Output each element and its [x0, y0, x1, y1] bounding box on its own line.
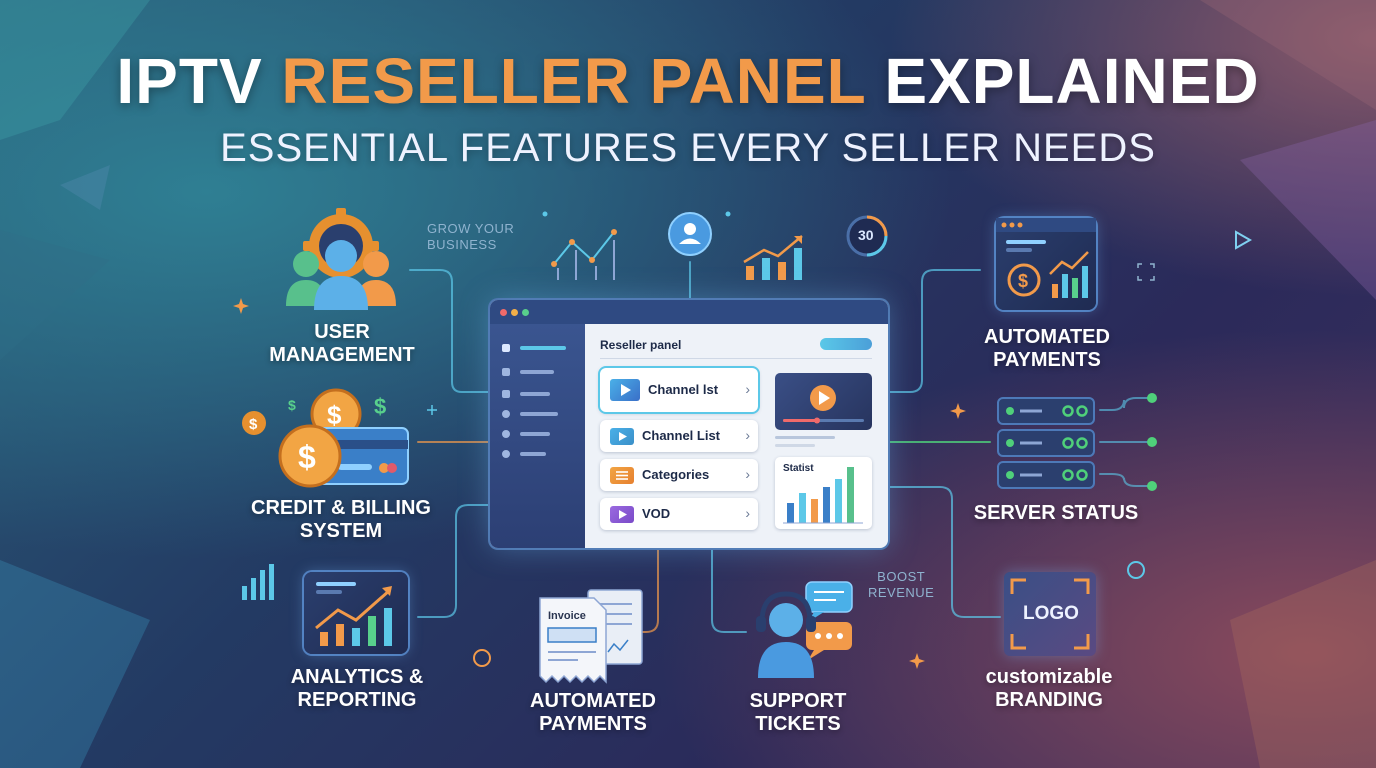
play-icon: [610, 379, 640, 401]
window-maximize-dot[interactable]: [522, 309, 529, 316]
sidebar-bar: [520, 370, 554, 374]
window-titlebar: [490, 300, 888, 324]
dashboard-icon: [502, 344, 510, 352]
invoice-label: Invoice: [548, 610, 586, 622]
chevron-right-icon: ›: [745, 381, 750, 397]
feature-automated-payments-right-label: AUTOMATED PAYMENTS: [984, 326, 1110, 371]
window-close-dot[interactable]: [500, 309, 507, 316]
user-circle-icon: [668, 212, 712, 256]
chevron-right-icon: ›: [745, 466, 750, 482]
svg-text:$: $: [327, 400, 342, 430]
counter-ring: 30: [845, 214, 889, 258]
settings-icon: [502, 450, 510, 458]
coins-card-icon: $ $ $ $ $: [242, 388, 409, 488]
title-part-2: EXPLAINED: [865, 45, 1260, 117]
video-preview[interactable]: [775, 373, 872, 430]
title-part-1: IPTV: [116, 45, 282, 117]
statistics-card[interactable]: Statist: [775, 457, 872, 529]
headset-chat-icon: [756, 581, 853, 678]
feature-branding-label: customizable BRANDING: [985, 666, 1113, 711]
feature-credit-billing-label: CREDIT & BILLING SYSTEM: [251, 497, 431, 542]
menu-item-vod[interactable]: VOD ›: [600, 498, 758, 530]
svg-text:$: $: [249, 416, 258, 433]
panel-divider: [600, 358, 872, 359]
sidebar-bar: [520, 432, 550, 436]
feature-automated-payments-bottom-label: AUTOMATED PAYMENTS: [530, 690, 656, 735]
panel-title: Reseller panel: [600, 338, 682, 352]
users-gear-icon: [286, 208, 396, 310]
small-bars-icon: [242, 564, 274, 600]
boost-revenue-note: BOOST REVENUE: [868, 569, 935, 600]
line-chart-icon: [551, 229, 617, 280]
main-title: IPTV RESELLER PANEL EXPLAINED: [0, 44, 1376, 118]
feature-analytics-label: ANALYTICS & REPORTING: [290, 666, 424, 711]
list-icon: [610, 467, 634, 484]
statistics-label: Statist: [783, 463, 814, 474]
panel-action-pill[interactable]: [820, 338, 872, 350]
feature-user-management-label: USER MANAGEMENT: [269, 321, 415, 366]
menu-item-channel-lst[interactable]: Channel lst ›: [600, 368, 758, 412]
chart-up-icon: [304, 572, 408, 654]
chevron-right-icon: ›: [745, 427, 750, 443]
user-icon: [502, 390, 510, 398]
feature-support-tickets-label: SUPPORT TICKETS: [749, 690, 847, 735]
clock-icon: [502, 410, 510, 418]
svg-text:$: $: [298, 439, 316, 475]
sidebar-bar: [520, 346, 566, 350]
panel-sidebar: [490, 324, 585, 548]
menu-item-channel-list[interactable]: Channel List ›: [600, 420, 758, 452]
grow-business-note: GROW YOUR BUSINESS: [427, 221, 515, 252]
menu-item-label: Channel List: [642, 428, 721, 443]
reseller-panel-window: Reseller panel Channel lst › Channel Lis…: [490, 300, 888, 548]
menu-item-label: Channel lst: [648, 382, 719, 397]
server-rack-icon: [997, 397, 1095, 489]
svg-text:$: $: [1018, 271, 1028, 291]
feature-server-status-label: SERVER STATUS: [973, 502, 1139, 524]
svg-text:$: $: [374, 394, 386, 419]
menu-item-categories[interactable]: Categories ›: [600, 459, 758, 491]
growth-bars-icon: [743, 235, 803, 280]
video-caption-lines: [775, 436, 835, 447]
sidebar-bar: [520, 412, 558, 416]
globe-icon: [502, 430, 510, 438]
menu-item-label: Categories: [642, 467, 710, 482]
invoice-icon: Invoice: [538, 588, 646, 684]
subtitle: ESSENTIAL FEATURES EVERY SELLER NEEDS: [220, 126, 1156, 170]
users-icon: [502, 368, 510, 376]
counter-value: 30: [858, 227, 874, 243]
title-accent: RESELLER PANEL: [281, 45, 866, 117]
play-icon: [610, 506, 634, 523]
sidebar-bar: [520, 392, 550, 396]
logo-frame-icon: LOGO: [1004, 572, 1096, 656]
window-minimize-dot[interactable]: [511, 309, 518, 316]
sidebar-bar: [520, 452, 546, 456]
menu-item-label: VOD: [642, 506, 671, 521]
logo-label: LOGO: [1023, 603, 1079, 624]
payment-chart-window-icon: $: [996, 218, 1096, 310]
svg-text:$: $: [288, 397, 296, 413]
chevron-right-icon: ›: [745, 505, 750, 521]
play-icon: [610, 428, 634, 445]
